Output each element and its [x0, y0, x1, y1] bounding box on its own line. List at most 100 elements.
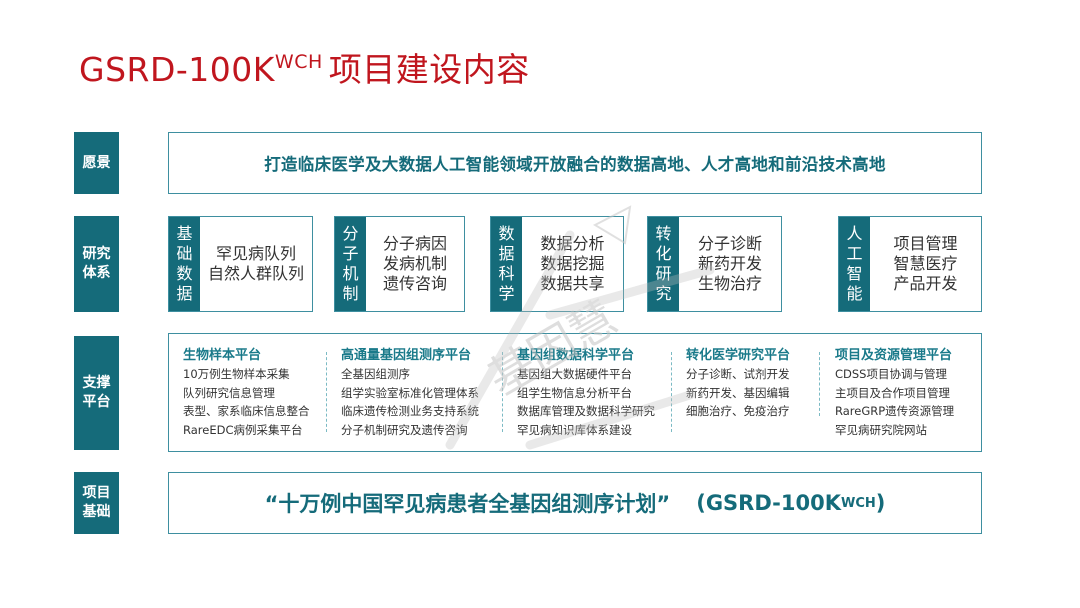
tab-char: 数 [176, 264, 193, 283]
dashed-divider [502, 352, 503, 432]
card-body: 分子病因 发病机制 遗传咨询 [366, 217, 464, 311]
tab-char: 据 [498, 244, 515, 263]
card-body: 罕见病队列 自然人群队列 [200, 217, 312, 311]
platform-item: 表型、家系临床信息整合 [183, 404, 310, 418]
card-body: 数据分析 数据挖掘 数据共享 [522, 217, 623, 311]
platform-heading: 项目及资源管理平台 [835, 348, 953, 363]
platform-item: RareEDC病例采集平台 [183, 422, 303, 437]
dashed-divider [326, 352, 327, 432]
platform-heading: 生物样本平台 [183, 348, 262, 363]
card-tab: 人 工 智 能 [839, 217, 870, 311]
title-suffix: 项目建设内容 [328, 50, 530, 89]
platform-item: 罕见病研究院网站 [835, 422, 927, 437]
tab-char: 科 [498, 264, 515, 283]
research-card-molecular: 分 子 机 制 分子病因 发病机制 遗传咨询 [334, 216, 465, 312]
card-item: 项目管理 [893, 234, 958, 253]
foundation-code: (GSRD-100K [696, 491, 841, 515]
card-body: 项目管理 智慧医疗 产品开发 [870, 217, 981, 311]
card-item: 产品开发 [893, 274, 958, 293]
platform-item: 基因组大数据硬件平台 [517, 367, 632, 381]
dashed-divider [671, 352, 672, 432]
platform-translational: 转化医学研究平台 分子诊断、试剂开发 新药开发、基因编辑 细胞治疗、免疫治疗 [686, 346, 790, 421]
title-superscript: WCH [274, 51, 323, 73]
platform-item: 全基因组测序 [341, 367, 410, 381]
research-card-data-science: 数 据 科 学 数据分析 数据挖掘 数据共享 [490, 216, 624, 312]
tab-char: 据 [176, 284, 193, 303]
title-main: GSRD-100K [79, 50, 275, 89]
row-label-platform: 支撑 平台 [74, 336, 119, 450]
platform-item: CDSS项目协调与管理 [835, 367, 947, 381]
tab-char: 子 [342, 244, 359, 263]
row-label-research: 研究 体系 [74, 216, 119, 312]
platform-item: 分子机制研究及遗传咨询 [341, 422, 468, 437]
platform-item: 组学实验室标准化管理体系 [341, 385, 479, 400]
foundation-code-sup: WCH [841, 495, 876, 511]
platform-heading: 转化医学研究平台 [686, 348, 791, 363]
platform-heading: 高通量基因组测序平台 [341, 348, 472, 363]
tab-char: 化 [655, 244, 672, 263]
row-label-text: 项目 [82, 485, 111, 501]
tab-char: 分 [342, 224, 359, 243]
vision-statement: 打造临床医学及大数据人工智能领域开放融合的数据高地、人才高地和前沿技术高地 [264, 155, 886, 174]
tab-char: 机 [342, 264, 359, 283]
row-label-text: 平台 [82, 394, 111, 410]
card-tab: 分 子 机 制 [335, 217, 366, 311]
tab-char: 制 [342, 284, 359, 303]
platform-item: 主项目及合作项目管理 [835, 385, 950, 400]
row-label-text: 研究 [82, 246, 111, 262]
card-item: 自然人群队列 [207, 264, 304, 283]
platform-item: 临床遗传检测业务支持系统 [341, 404, 479, 418]
platform-box: 生物样本平台 10万例生物样本采集 队列研究信息管理 表型、家系临床信息整合 R… [168, 333, 982, 452]
tab-char: 研 [655, 264, 672, 283]
tab-char: 数 [498, 224, 515, 243]
card-item: 新药开发 [697, 254, 762, 273]
platform-item: 新药开发、基因编辑 [686, 385, 790, 400]
card-item: 遗传咨询 [382, 274, 447, 293]
platform-item: 罕见病知识库体系建设 [517, 422, 632, 437]
row-label-text: 体系 [82, 265, 111, 281]
platform-data-science: 基因组数据科学平台 基因组大数据硬件平台 组学生物信息分析平台 数据库管理及数据… [517, 346, 655, 439]
research-card-ai: 人 工 智 能 项目管理 智慧医疗 产品开发 [838, 216, 982, 312]
tab-char: 转 [655, 224, 672, 243]
card-item: 数据共享 [540, 274, 605, 293]
row-label-text: 愿景 [82, 154, 111, 171]
tab-char: 究 [655, 284, 672, 303]
platform-item: 数据库管理及数据科学研究 [517, 404, 655, 418]
platform-item: 组学生物信息分析平台 [517, 385, 632, 400]
card-tab: 转 化 研 究 [648, 217, 679, 311]
card-tab: 基 础 数 据 [169, 217, 200, 311]
card-item: 分子病因 [382, 234, 447, 253]
tab-char: 基 [176, 224, 193, 243]
research-card-basic-data: 基 础 数 据 罕见病队列 自然人群队列 [168, 216, 313, 312]
platform-sequencing: 高通量基因组测序平台 全基因组测序 组学实验室标准化管理体系 临床遗传检测业务支… [341, 346, 479, 439]
tab-char: 工 [846, 244, 863, 263]
row-label-vision: 愿景 [74, 132, 119, 194]
card-item: 分子诊断 [697, 234, 762, 253]
dashed-divider [819, 352, 820, 416]
card-item: 生物治疗 [697, 274, 762, 293]
tab-char: 智 [846, 264, 863, 283]
research-card-translational: 转 化 研 究 分子诊断 新药开发 生物治疗 [647, 216, 782, 312]
card-body: 分子诊断 新药开发 生物治疗 [679, 217, 781, 311]
tab-char: 学 [498, 284, 515, 303]
platform-item: 分子诊断、试剂开发 [686, 367, 790, 381]
card-item: 数据分析 [540, 234, 605, 253]
row-label-foundation: 项目 基础 [74, 472, 119, 534]
row-label-text: 支撑 [82, 375, 111, 391]
vision-box: 打造临床医学及大数据人工智能领域开放融合的数据高地、人才高地和前沿技术高地 [168, 132, 982, 194]
card-item: 智慧医疗 [893, 254, 958, 273]
tab-char: 础 [176, 244, 193, 263]
card-item: 罕见病队列 [215, 244, 296, 263]
tab-char: 人 [846, 224, 863, 243]
platform-item: 10万例生物样本采集 [183, 367, 290, 381]
platform-biobank: 生物样本平台 10万例生物样本采集 队列研究信息管理 表型、家系临床信息整合 R… [183, 346, 310, 439]
foundation-quote: “十万例中国罕见病患者全基因组测序计划” [264, 492, 671, 516]
card-tab: 数 据 科 学 [491, 217, 522, 311]
platform-heading: 基因组数据科学平台 [517, 348, 635, 363]
platform-item: RareGRP遗传资源管理 [835, 404, 955, 418]
row-label-text: 基础 [82, 504, 111, 520]
platform-item: 队列研究信息管理 [183, 385, 275, 400]
